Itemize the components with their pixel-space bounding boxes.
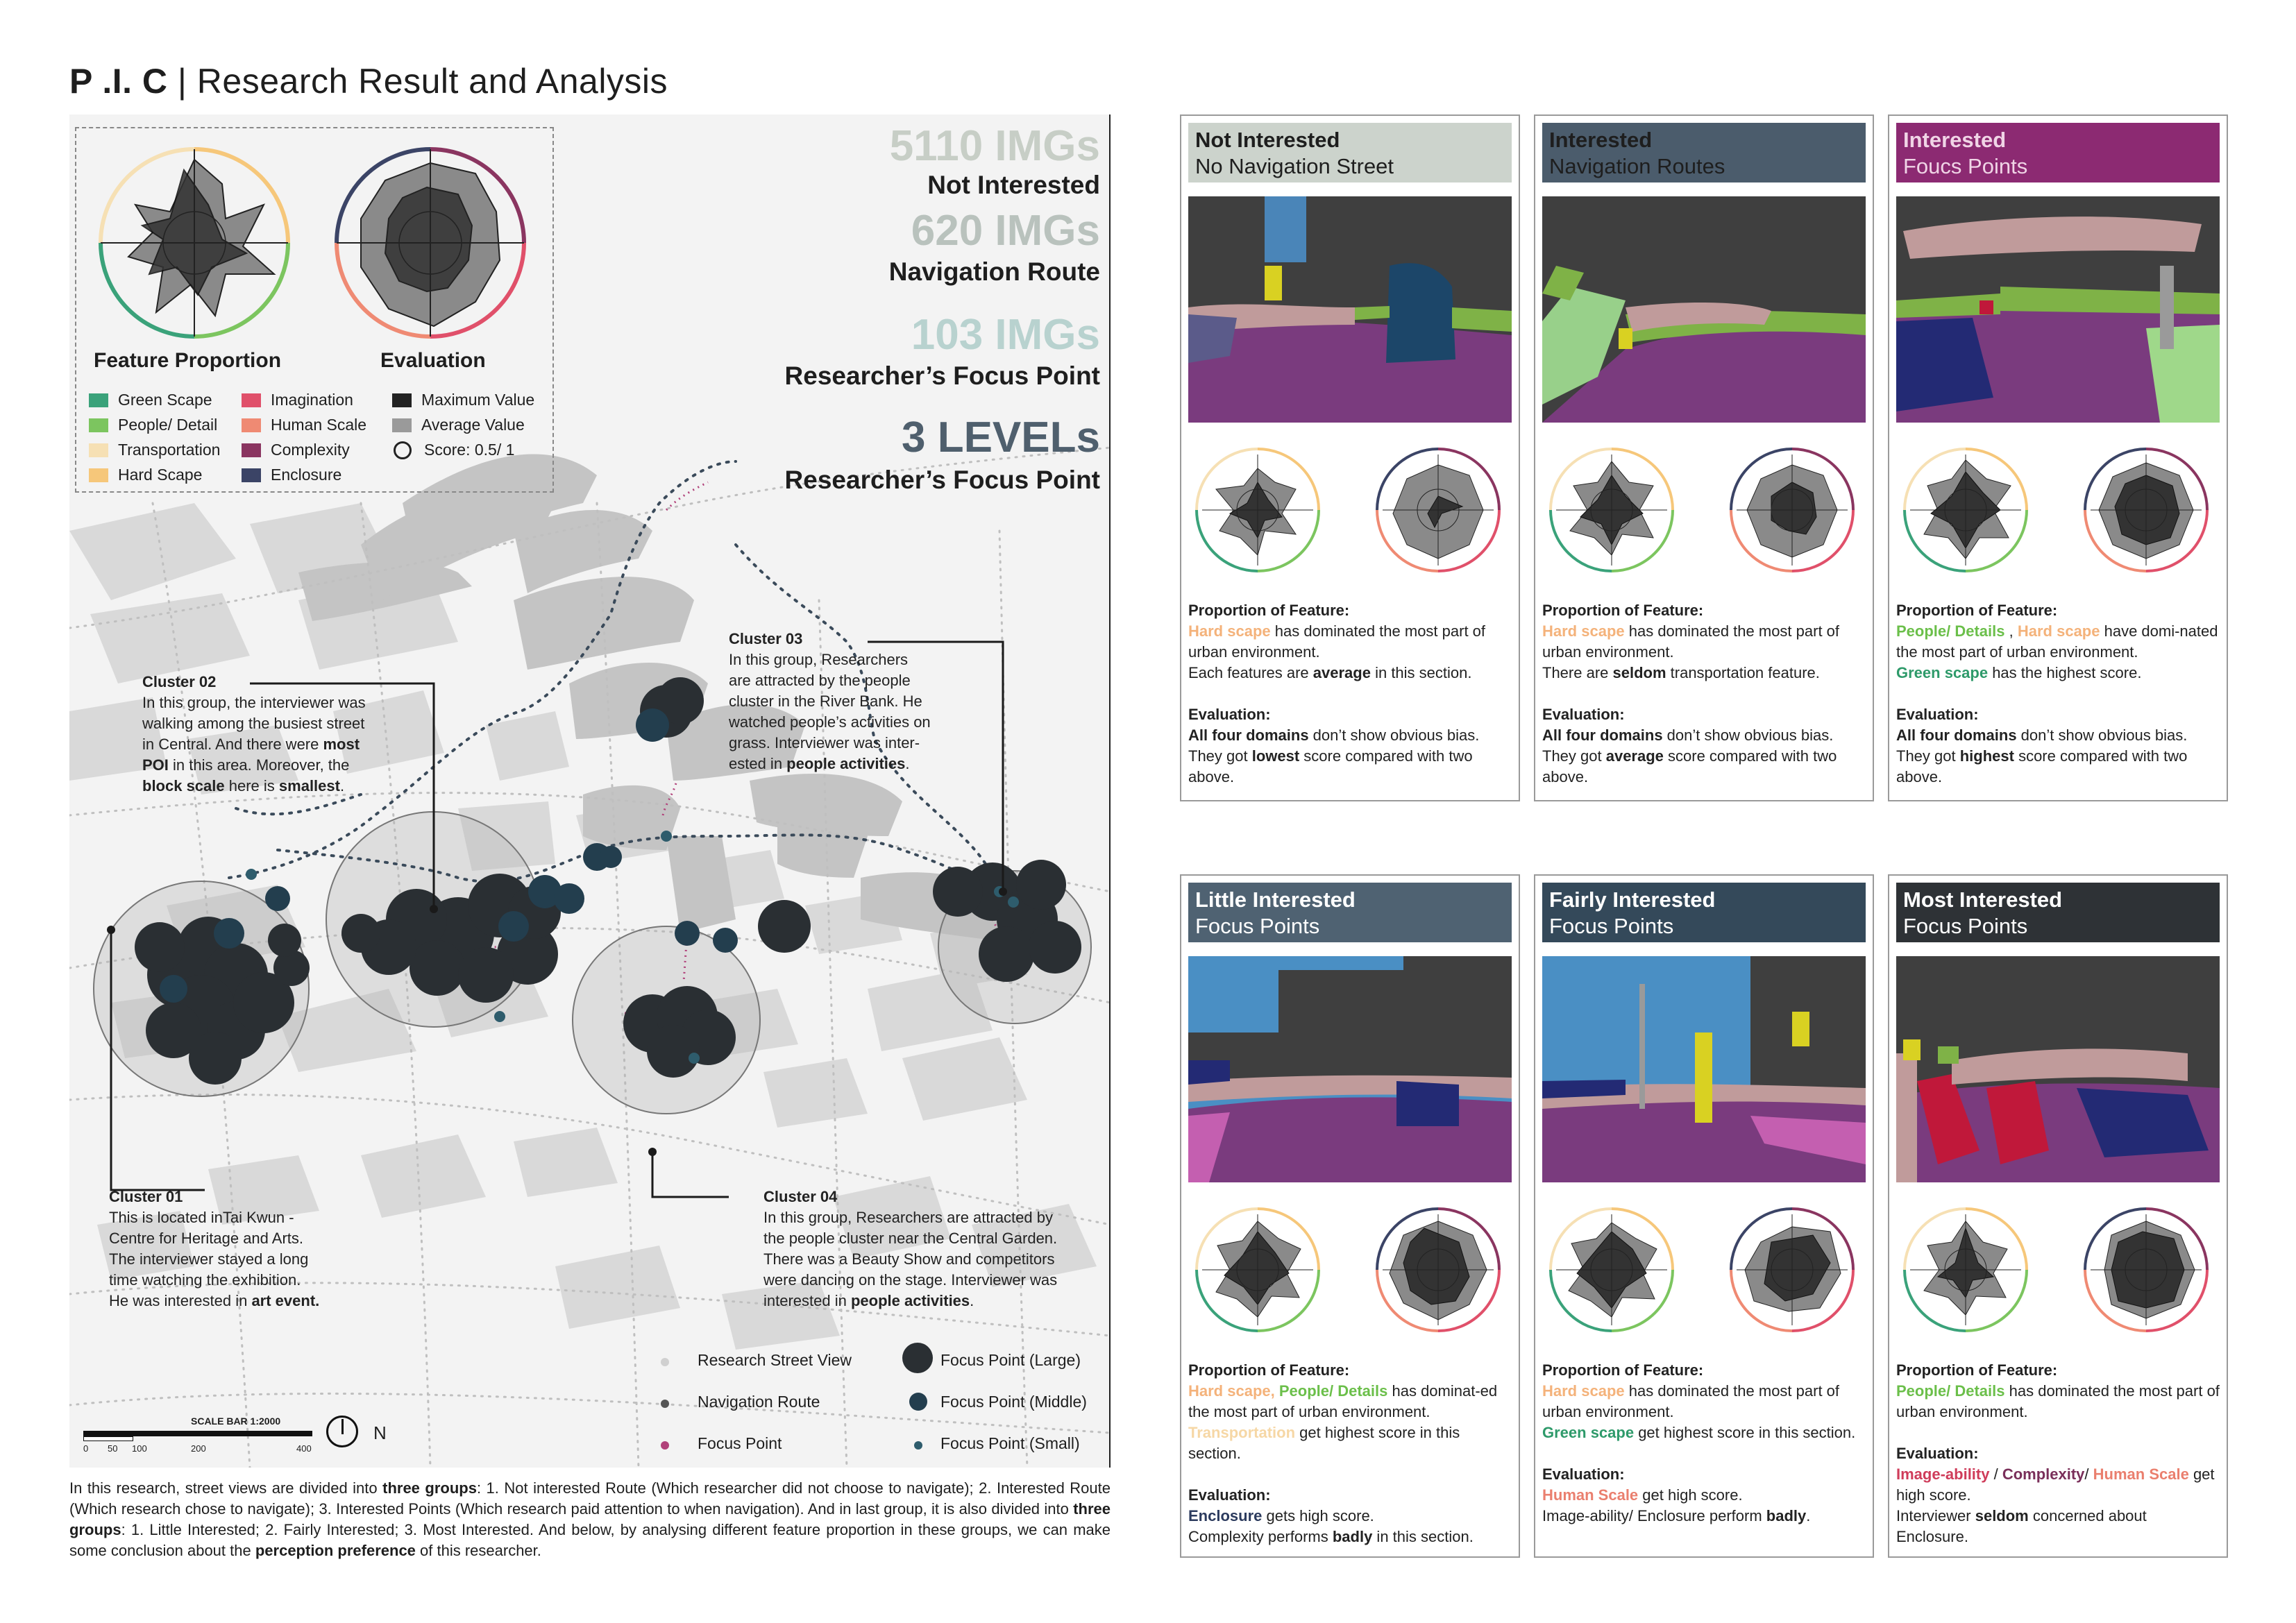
legend-complexity: Complexity bbox=[242, 441, 350, 459]
focus-large-dot bbox=[902, 1343, 933, 1373]
legend-nav-route: Navigation Route bbox=[698, 1393, 820, 1411]
stat-103: 103 IMGs bbox=[911, 311, 1100, 359]
card-description: Proportion of Feature: Hard scape has do… bbox=[1542, 602, 1840, 785]
page-title: P .I. C | Research Result and Analysis bbox=[69, 62, 668, 101]
scale-bar-segment bbox=[83, 1436, 133, 1441]
map-legend: Research Street View Navigation Route Fo… bbox=[652, 1343, 1111, 1454]
legend-score: Score: 0.5/ 1 bbox=[392, 441, 514, 459]
cluster-04-text: Cluster 04 In this group, Researchers ar… bbox=[763, 1188, 1058, 1309]
card-description: Proportion of Feature: People/ Details ,… bbox=[1896, 602, 2218, 785]
card-radars bbox=[1542, 1200, 1866, 1339]
card-description: Proportion of Feature: People/ Details h… bbox=[1896, 1361, 2220, 1545]
stat-focus-point-levels: Researcher’s Focus Point bbox=[784, 466, 1100, 494]
legend-green-scape: Green Scape bbox=[89, 391, 212, 409]
legend-box: Feature Proportion Evaluation Green Scap… bbox=[75, 127, 554, 493]
card-description: Proportion of Feature: Hard scape, Peopl… bbox=[1188, 1361, 1498, 1545]
card-radars bbox=[1188, 1200, 1512, 1339]
legend-street-view: Research Street View bbox=[698, 1351, 852, 1369]
scale-tick-100: 100 bbox=[132, 1443, 147, 1454]
street-view-dot bbox=[661, 1358, 669, 1366]
legend-focus-point: Focus Point bbox=[698, 1434, 782, 1452]
feature-proportion-title: Feature Proportion bbox=[94, 349, 282, 372]
focus-points-middle bbox=[160, 708, 738, 1003]
map-panel bbox=[68, 114, 1112, 1469]
segmentation-image bbox=[1542, 196, 1866, 423]
evaluation-title: Evaluation bbox=[380, 349, 486, 372]
legend-hard-scape: Hard Scape bbox=[89, 466, 202, 484]
legend-imagination: Imagination bbox=[242, 391, 353, 409]
scale-bar: SCALE BAR 1:2000 0 50 100 200 400 bbox=[80, 1416, 316, 1457]
stat-3-levels: 3 LEVELs bbox=[902, 414, 1100, 461]
navigation-route bbox=[228, 460, 1001, 893]
segmentation-image bbox=[1896, 196, 2220, 423]
card-radars bbox=[1542, 441, 1866, 579]
focus-small-dot bbox=[914, 1441, 922, 1450]
cluster-01-text: Cluster 01 This is located inTai Kwun - … bbox=[109, 1188, 320, 1309]
map-large-buildings bbox=[298, 454, 1013, 940]
north-arrow-icon bbox=[326, 1416, 358, 1447]
scale-tick-50: 50 bbox=[108, 1443, 118, 1454]
legend-enclosure: Enclosure bbox=[242, 466, 341, 484]
feature-proportion-radar bbox=[99, 147, 290, 339]
legend-maximum-value: Maximum Value bbox=[392, 391, 534, 409]
segmentation-image bbox=[1542, 956, 1866, 1182]
panel-divider bbox=[1109, 114, 1111, 1468]
scale-tick-0: 0 bbox=[83, 1443, 89, 1454]
stat-focus-point: Researcher’s Focus Point bbox=[784, 362, 1100, 390]
legend-people-detail: People/ Detail bbox=[89, 416, 217, 434]
scale-tick-400: 400 bbox=[296, 1443, 312, 1454]
stat-5110: 5110 IMGs bbox=[889, 122, 1100, 170]
legend-fp-middle: Focus Point (Middle) bbox=[940, 1393, 1087, 1411]
north-label: N bbox=[373, 1422, 387, 1443]
leader-lines bbox=[110, 640, 1004, 1198]
scale-bar-label: SCALE BAR 1:2000 bbox=[191, 1416, 281, 1427]
legend-human-scale: Human Scale bbox=[242, 416, 366, 434]
stat-not-interested: Not Interested bbox=[927, 171, 1100, 199]
description-paragraph: In this research, street views are divid… bbox=[69, 1479, 1111, 1559]
cluster-02-text: Cluster 02 In this group, the interviewe… bbox=[142, 673, 366, 794]
card-radars bbox=[1896, 441, 2220, 579]
leader-dots bbox=[107, 887, 1007, 1156]
card-radars bbox=[1188, 441, 1512, 579]
scale-bar-line bbox=[83, 1431, 312, 1436]
stat-620: 620 IMGs bbox=[911, 207, 1100, 255]
legend-transportation: Transportation bbox=[89, 441, 220, 459]
legend-average-value: Average Value bbox=[392, 416, 525, 434]
focus-middle-dot bbox=[909, 1393, 927, 1411]
cluster-03-text: Cluster 03 In this group, Researchers ar… bbox=[729, 630, 931, 772]
scale-tick-200: 200 bbox=[191, 1443, 206, 1454]
stat-navigation-route: Navigation Route bbox=[888, 257, 1100, 286]
legend-fp-large: Focus Point (Large) bbox=[940, 1351, 1081, 1369]
card-description: Proportion of Feature: Hard scape has do… bbox=[1542, 1361, 1856, 1524]
evaluation-radar bbox=[335, 147, 526, 339]
card-description: Proportion of Feature: Hard scape has do… bbox=[1188, 602, 1486, 785]
map-svg bbox=[68, 114, 1112, 1469]
nav-route-dot bbox=[661, 1400, 669, 1408]
legend-fp-small: Focus Point (Small) bbox=[940, 1434, 1080, 1452]
segmentation-image bbox=[1188, 196, 1512, 423]
segmentation-image bbox=[1188, 956, 1512, 1182]
card-radars bbox=[1896, 1200, 2220, 1339]
segmentation-image bbox=[1896, 956, 2220, 1182]
focus-point-dot bbox=[661, 1441, 669, 1450]
image-stats: 5110 IMGs Not Interested 620 IMGs Naviga… bbox=[694, 125, 1100, 500]
